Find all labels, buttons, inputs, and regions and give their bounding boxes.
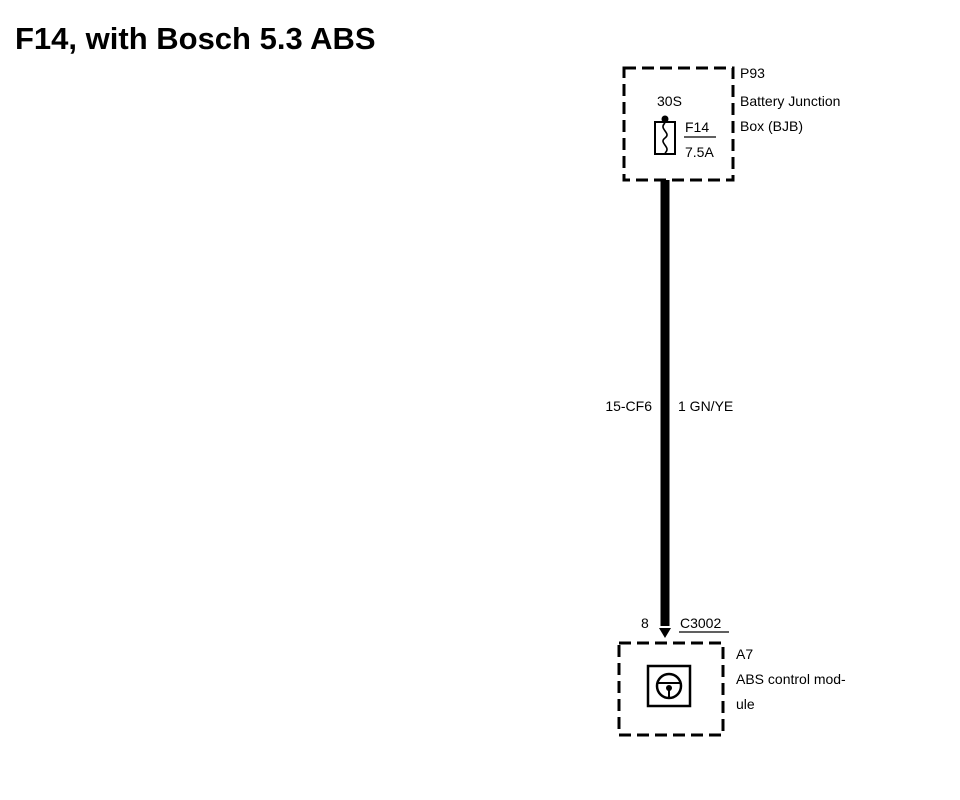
module-name-line1: ABS control mod- <box>736 671 846 687</box>
module-id-label: A7 <box>736 646 753 662</box>
abs-module-box <box>617 641 725 737</box>
fuse-icon <box>654 115 676 155</box>
bjb-name-line2: Box (BJB) <box>740 118 803 134</box>
bjb-name-line1: Battery Junction <box>740 93 840 109</box>
wire-color-label: 1 GN/YE <box>678 398 733 414</box>
fuse-rating-label: 7.5A <box>685 144 714 160</box>
connector-pin-label: 8 <box>641 615 649 631</box>
module-name-line2: ule <box>736 696 755 712</box>
bjb-id-label: P93 <box>740 65 765 81</box>
steering-wheel-icon <box>646 664 692 708</box>
page-title: F14, with Bosch 5.3 ABS <box>15 21 376 56</box>
terminal-label: 30S <box>657 93 682 109</box>
bjb-box <box>622 66 735 182</box>
wire-circuit-label: 15-CF6 <box>605 398 652 414</box>
connector-id-label: C3002 <box>680 615 721 631</box>
fuse-id-label: F14 <box>685 119 709 135</box>
connector-arrow-icon <box>659 628 671 638</box>
